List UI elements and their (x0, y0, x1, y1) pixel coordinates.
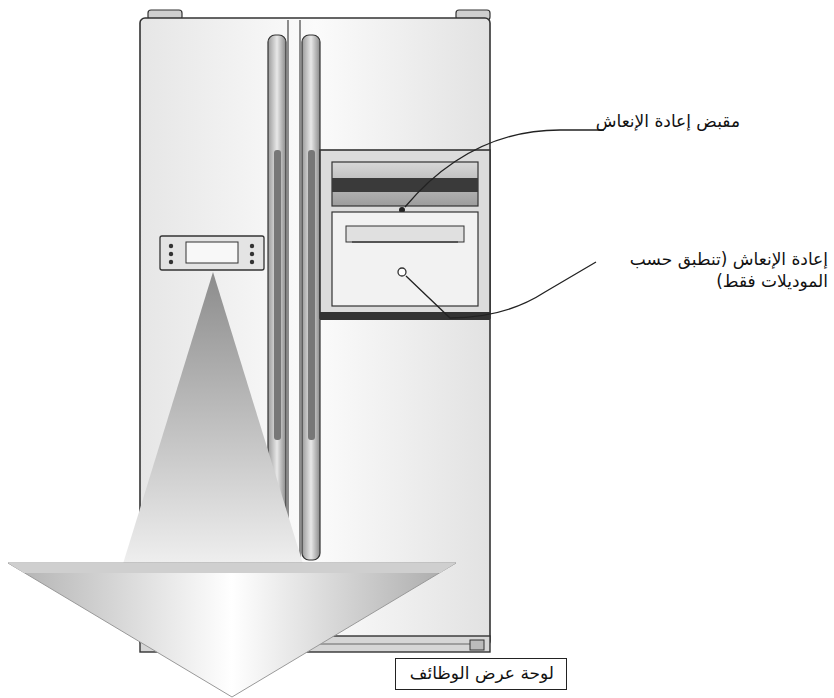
callout-label: إعادة الإنعاش (تنطبق حسب الموديلات فقط) (592, 248, 828, 292)
label-box: لوحة عرض الوظائف (395, 658, 567, 690)
callout-label: مقبض إعادة الإنعاش (590, 110, 740, 132)
box-label: لوحة عرض الوظائف (408, 662, 554, 684)
